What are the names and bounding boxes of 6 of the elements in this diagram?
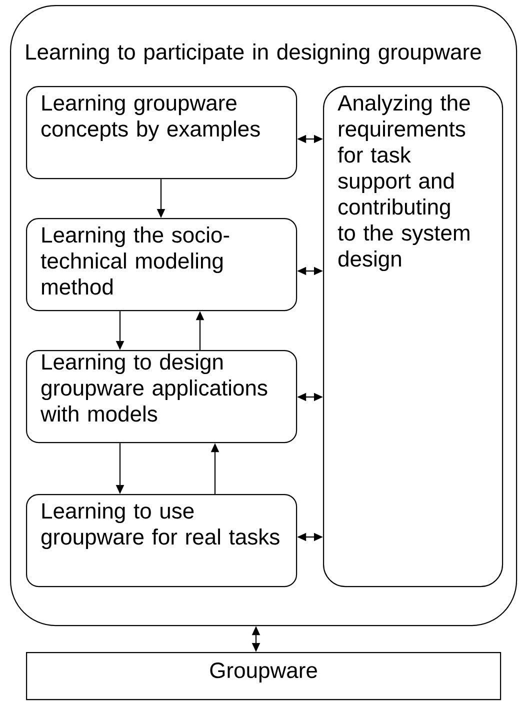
process-box: Learning the socio-technical modeling method: [26, 218, 298, 312]
process-box: Learning to design groupware applications with models: [26, 350, 298, 444]
process-box: Learning to use groupware for real tasks: [26, 494, 298, 588]
system-box: Groupware: [26, 652, 502, 700]
process-box: Learning groupware concepts by examples: [26, 86, 298, 180]
process-box: Analyzing the requirements for task support and contributing to the system design: [323, 86, 504, 588]
